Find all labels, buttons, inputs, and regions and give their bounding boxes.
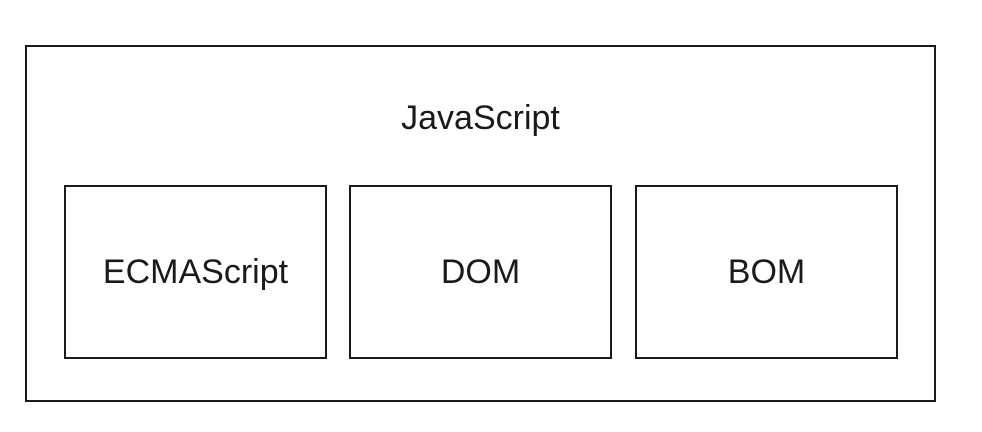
component-box-bom: BOM xyxy=(635,185,898,359)
diagram-title: JavaScript xyxy=(401,99,560,137)
component-label-ecmascript: ECMAScript xyxy=(102,253,289,291)
component-label-bom: BOM xyxy=(727,253,806,291)
component-box-ecmascript: ECMAScript xyxy=(64,185,327,359)
component-box-dom: DOM xyxy=(349,185,612,359)
component-label-dom: DOM xyxy=(440,253,521,291)
javascript-container-box xyxy=(25,45,936,402)
